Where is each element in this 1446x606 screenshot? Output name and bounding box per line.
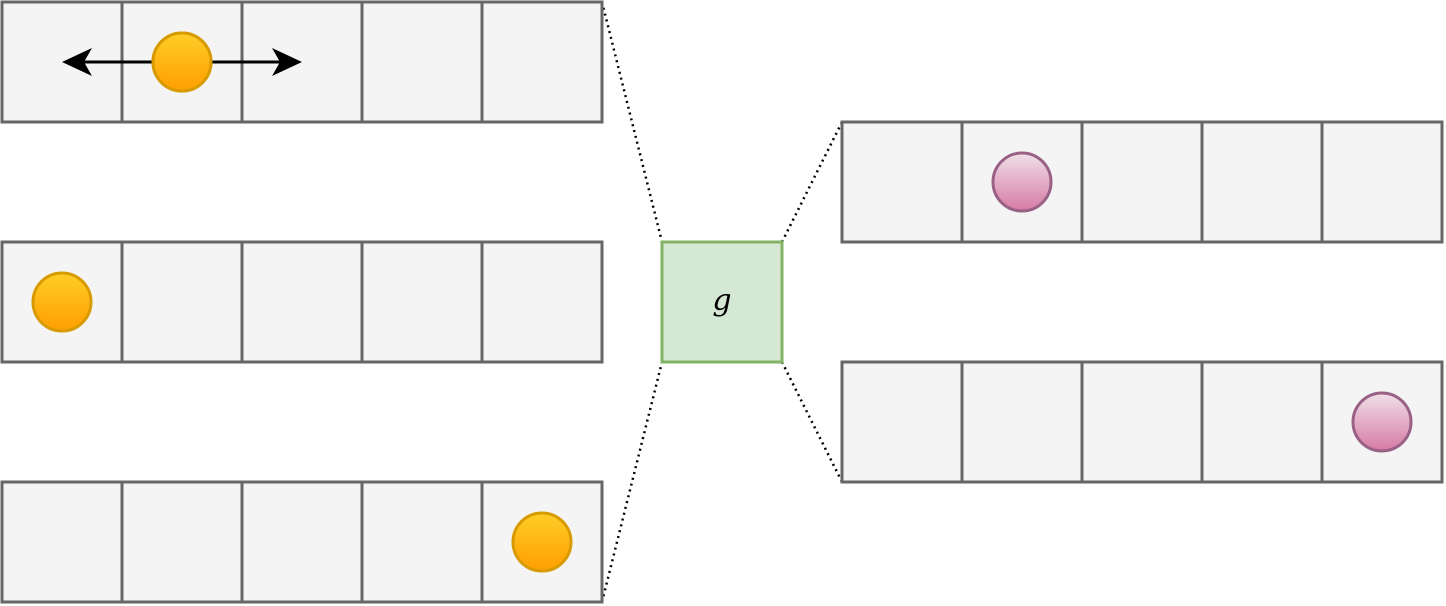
grid-cell [360, 0, 484, 124]
orange-ball [511, 511, 573, 573]
output-grid-1 [840, 120, 1444, 244]
grid-cell [1200, 120, 1324, 244]
arrow-right-head [272, 48, 302, 76]
grid-cell [840, 120, 964, 244]
grid-cell [1080, 120, 1204, 244]
connector-lines [600, 1, 844, 603]
input-grid-3 [0, 480, 604, 604]
arrow-left-head [62, 48, 92, 76]
function-box-rect [660, 240, 784, 364]
grid-cell [360, 480, 484, 604]
pink-ball [1351, 391, 1413, 453]
grid-cell [0, 480, 124, 604]
connector-bottom-input [600, 361, 664, 603]
input-grids [0, 0, 604, 604]
grid-cell [120, 480, 244, 604]
connector-top-input [600, 1, 664, 243]
grid-cell [480, 0, 604, 124]
input-grid-2 [0, 240, 604, 364]
pink-ball [991, 151, 1053, 213]
function-label: g [712, 283, 731, 318]
grid-cell [1080, 360, 1204, 484]
grid-cell [120, 240, 244, 364]
connector-top-output [780, 121, 844, 243]
function-box: g [660, 240, 784, 364]
orange-ball [151, 31, 213, 93]
grid-cell [960, 360, 1084, 484]
output-grids [840, 120, 1444, 484]
orange-ball [31, 271, 93, 333]
output-grid-2 [840, 360, 1444, 484]
grid-cell [1200, 360, 1324, 484]
connector-bottom-output [780, 361, 844, 483]
grid-cell [240, 240, 364, 364]
grid-cell [840, 360, 964, 484]
grid-cell [360, 240, 484, 364]
grid-cell [480, 240, 604, 364]
grid-cell [240, 480, 364, 604]
grid-cell [1320, 120, 1444, 244]
